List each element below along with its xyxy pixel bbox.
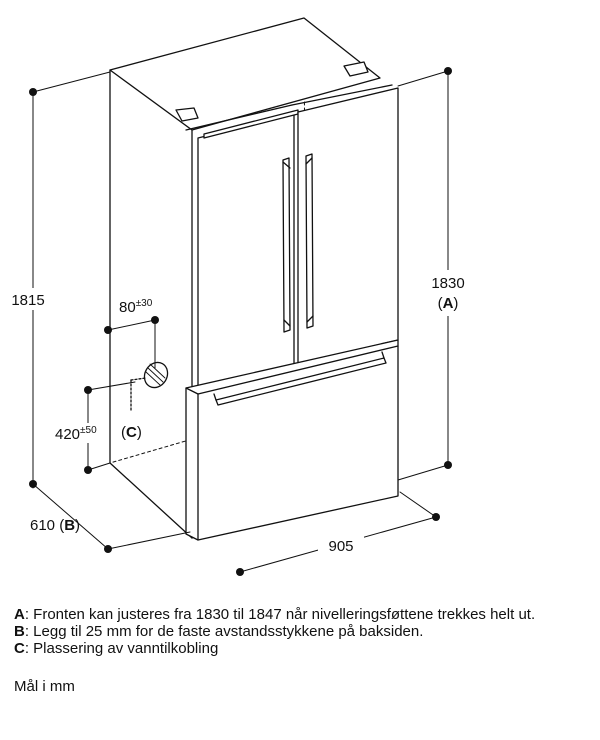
fridge-dimension-drawing: 1815 1830 (A) 905 610 (B) 80±30 420±50 (…	[11, 17, 465, 576]
freezer-drawer	[185, 339, 399, 541]
units-note: Mål i mm	[14, 678, 75, 695]
legend-item-b: B: Legg til 25 mm for de faste avstandss…	[14, 623, 424, 640]
legend-item-a: A: Fronten kan justeres fra 1830 til 184…	[14, 606, 536, 623]
depth-label: 610 (B)	[30, 517, 80, 534]
water-connection-note: (C)	[121, 424, 142, 441]
height-front-note: (A)	[438, 295, 459, 312]
dimension-endpoints	[29, 67, 452, 576]
water-connection-marker	[130, 361, 169, 413]
legend-item-c: C: Plassering av vanntilkobling	[14, 640, 219, 657]
water-offset-label: 80±30	[119, 298, 153, 316]
door-handles	[282, 153, 314, 333]
legend: A: Fronten kan justeres fra 1830 til 184…	[14, 606, 535, 657]
water-height-label: 420±50	[55, 425, 97, 443]
fridge-cabinet	[109, 17, 393, 539]
height-total-label: 1815	[11, 292, 44, 309]
width-label: 905	[328, 538, 353, 555]
height-front-label: 1830	[431, 275, 464, 292]
